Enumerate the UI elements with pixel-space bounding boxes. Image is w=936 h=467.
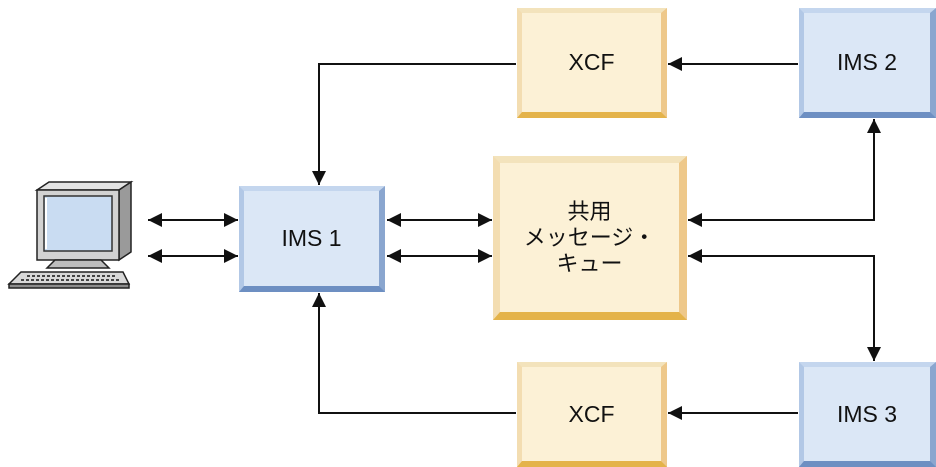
xcf-bottom-box: XCF xyxy=(517,362,667,467)
shared-message-queue-box: 共用 メッセージ・ キュー xyxy=(493,156,687,320)
queue-ims2-link xyxy=(688,119,881,227)
ims2-label: IMS 2 xyxy=(836,49,898,75)
ims3-label: IMS 3 xyxy=(836,400,898,427)
queue-ims3-link xyxy=(688,249,881,361)
xcf-bottom-to-ims1-arrow xyxy=(312,293,516,414)
ims1-label: IMS 1 xyxy=(281,225,342,251)
queue-label-line-2: メッセージ・ xyxy=(523,224,656,250)
xcf-top-box: XCF xyxy=(517,8,667,118)
queue-label-line-1: 共用 xyxy=(567,198,612,224)
xcf-top-label: XCF xyxy=(568,49,615,75)
xcf-top-to-ims1-arrow xyxy=(312,63,516,185)
queue-label-line-3: キュー xyxy=(556,250,623,276)
xcf-bottom-label: XCF xyxy=(568,400,615,427)
ims3-box: IMS 3 xyxy=(799,362,936,467)
ims1-box: IMS 1 xyxy=(239,186,385,292)
desktop-computer-icon xyxy=(7,180,134,289)
ims2-box: IMS 2 xyxy=(799,8,936,118)
